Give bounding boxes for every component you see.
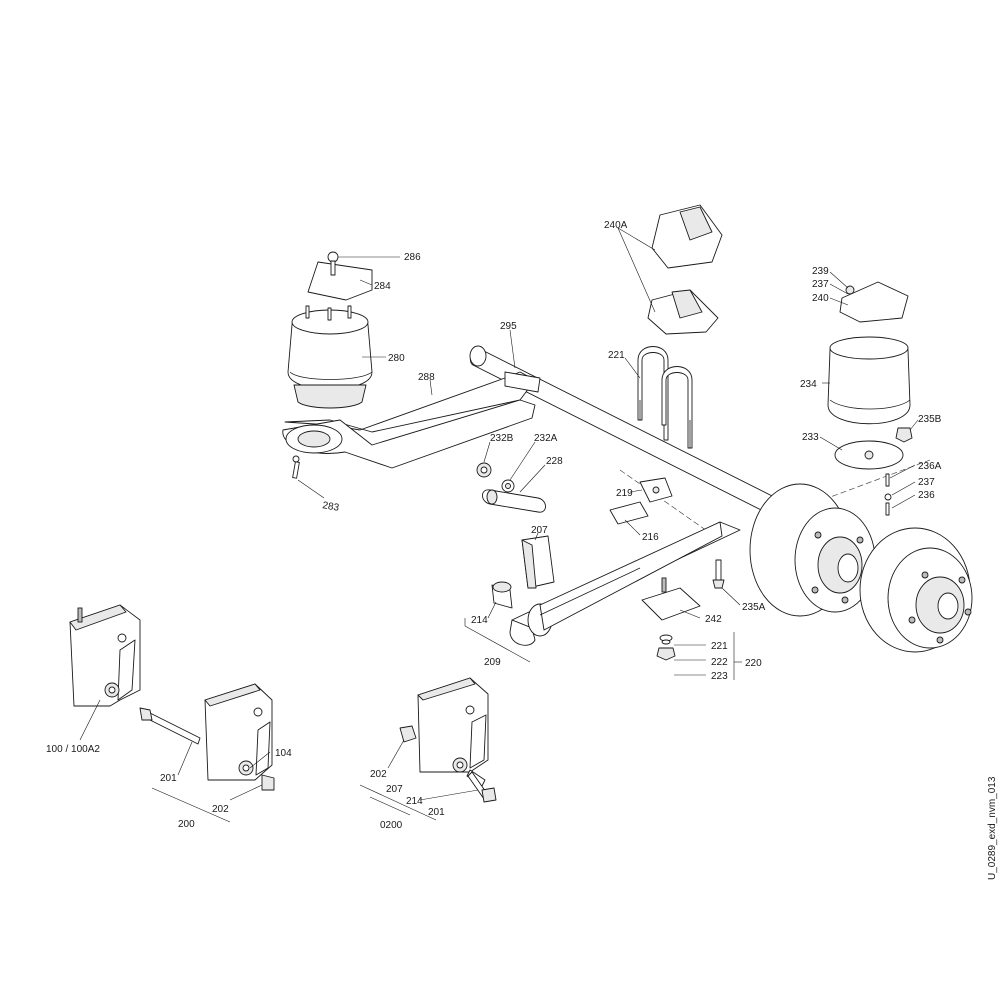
bush-228 <box>482 489 546 513</box>
right-air-spring-assembly <box>827 281 913 516</box>
label-236: 236 <box>918 490 935 501</box>
label-200: 200 <box>178 819 195 830</box>
label-232B: 232B <box>490 433 514 444</box>
label-236A: 236A <box>918 461 942 472</box>
label-100: 100 / 100A2 <box>46 744 100 755</box>
label-221-washer: 221 <box>711 641 728 652</box>
left-air-spring-assembly <box>287 251 373 409</box>
bracket-207 <box>521 535 555 589</box>
plate-216 <box>609 501 649 525</box>
label-239: 239 <box>812 266 829 277</box>
label-237-bot: 237 <box>918 477 935 488</box>
drawing-id: U_0289_exd_nvm_013 <box>987 776 998 880</box>
label-228: 228 <box>546 456 563 467</box>
bolt-236 <box>885 502 890 516</box>
bolt-201 <box>145 711 201 745</box>
bracket-0200 <box>399 677 497 803</box>
label-233: 233 <box>802 432 819 443</box>
nut-202b <box>399 725 417 743</box>
label-235B: 235B <box>918 414 942 425</box>
label-222: 222 <box>711 657 728 668</box>
nut-286 <box>327 251 339 263</box>
label-242: 242 <box>705 614 722 625</box>
trailing-arm-288 <box>282 371 541 479</box>
label-283: 283 <box>321 500 340 514</box>
label-284: 284 <box>374 281 391 292</box>
label-240A: 240A <box>604 220 628 231</box>
label-240: 240 <box>812 293 829 304</box>
bolt-236A <box>885 473 890 487</box>
label-220: 220 <box>745 658 762 669</box>
label-202-b: 202 <box>370 769 387 780</box>
plate-242 <box>641 577 701 621</box>
top-plate-284 <box>307 261 373 301</box>
label-202-a: 202 <box>212 804 229 815</box>
label-219: 219 <box>616 488 633 499</box>
bush-214 <box>491 581 513 609</box>
pad-295 <box>504 371 541 393</box>
label-295: 295 <box>500 321 517 332</box>
label-0200: 0200 <box>380 820 403 831</box>
label-207-b: 207 <box>386 784 403 795</box>
label-280: 280 <box>388 353 405 364</box>
brake-drum-hub <box>749 483 876 617</box>
label-234: 234 <box>800 379 817 390</box>
label-237-top: 237 <box>812 279 829 290</box>
label-223: 223 <box>711 671 728 682</box>
label-232A: 232A <box>534 433 558 444</box>
leader-lines <box>79 227 919 823</box>
label-207-bracket: 207 <box>531 525 548 536</box>
label-214-bush: 214 <box>471 615 488 626</box>
label-209: 209 <box>484 657 501 668</box>
shackle-items <box>476 462 546 513</box>
nut-202 <box>261 774 275 791</box>
bracket-100 <box>69 604 141 707</box>
leaf-spring-209 <box>509 521 741 646</box>
label-216: 216 <box>642 532 659 543</box>
nut-stack-220 <box>656 634 676 661</box>
label-288: 288 <box>418 372 435 383</box>
plate-219 <box>639 477 673 503</box>
brackets-240A <box>647 204 723 335</box>
u-bolts-221 <box>637 346 693 449</box>
label-201-a: 201 <box>160 773 177 784</box>
bolt-235A <box>712 559 725 589</box>
plate-240 <box>839 281 909 323</box>
label-286: 286 <box>404 252 421 263</box>
axle-beam <box>469 345 931 541</box>
label-201-b: 201 <box>428 807 445 818</box>
brake-disc-hub <box>859 527 973 653</box>
bracket-200 <box>139 683 275 791</box>
part-labels: 286 284 280 288 295 283 240A 221 232B 23… <box>46 220 998 880</box>
label-221-ubolt: 221 <box>608 350 625 361</box>
label-214-b: 214 <box>406 796 423 807</box>
label-235A: 235A <box>742 602 766 613</box>
label-104: 104 <box>275 748 292 759</box>
nut-235B <box>895 427 913 443</box>
